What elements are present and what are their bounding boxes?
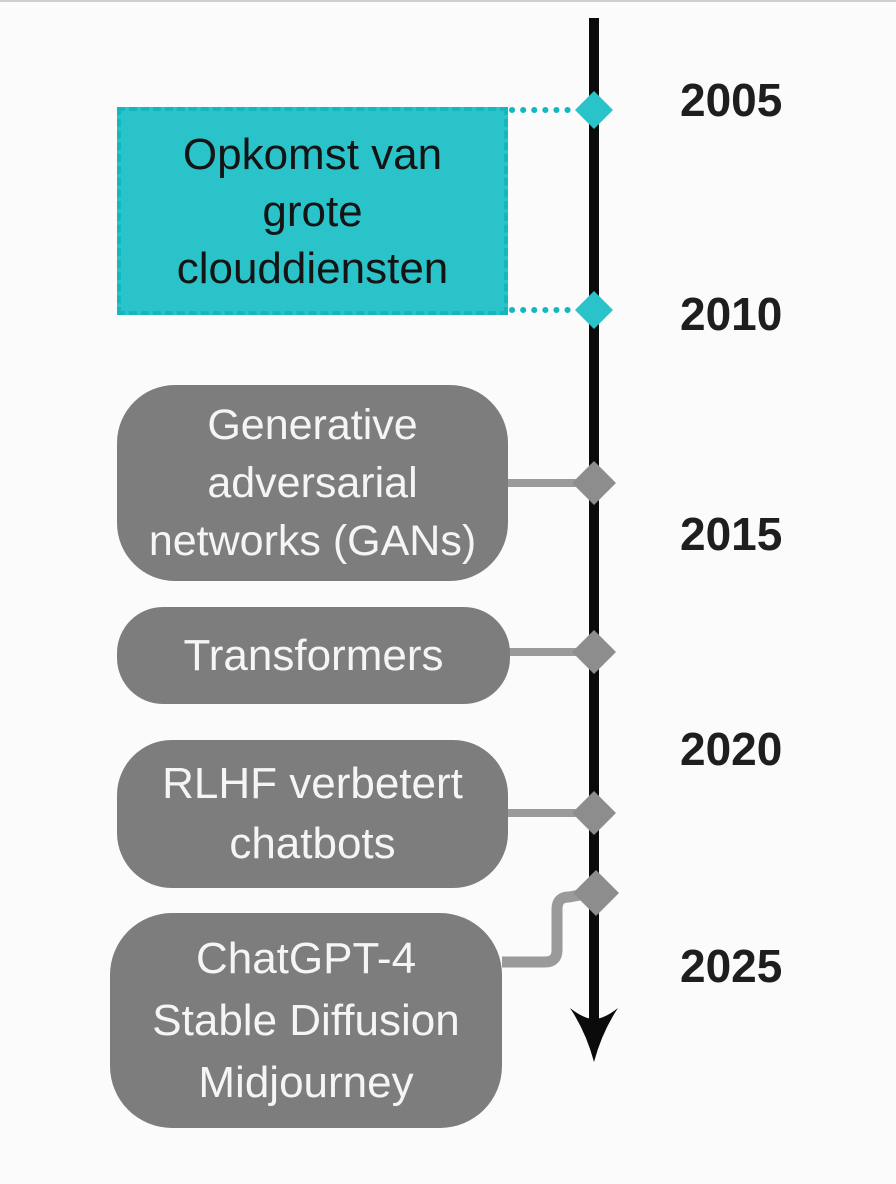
year-label-2025: 2025 xyxy=(680,940,783,992)
event-box-transformers: Transformers xyxy=(117,607,510,704)
year-label-2005: 2005 xyxy=(680,74,783,126)
diamond-marker-2010 xyxy=(575,291,613,329)
event-text-line: ChatGPT-4 xyxy=(195,933,417,983)
event-text-line: Generative xyxy=(207,401,418,449)
diamond-marker-rlhf xyxy=(572,791,616,835)
year-label-2020: 2020 xyxy=(680,723,783,775)
diamond-marker-gans xyxy=(572,461,616,505)
event-text-line: RLHF verbetert xyxy=(162,759,463,808)
diamond-marker-transformers xyxy=(572,630,616,674)
event-box-genai-tools: ChatGPT-4 Stable Diffusion Midjourney xyxy=(110,913,502,1128)
event-text-line: grote xyxy=(262,186,363,236)
timeline-axis-line xyxy=(589,18,599,1020)
event-text-line: adversarial xyxy=(207,459,418,507)
diamond-marker-2005 xyxy=(575,91,613,129)
event-text-line: Midjourney xyxy=(198,1057,414,1107)
diamond-marker-genai xyxy=(573,870,619,916)
event-box-gans: Generative adversarial networks (GANs) xyxy=(117,385,508,581)
event-text-line: clouddiensten xyxy=(176,243,449,293)
event-text-line: networks (GANs) xyxy=(148,517,477,565)
year-label-2015: 2015 xyxy=(680,508,783,560)
top-border-line xyxy=(0,0,896,2)
year-label-2010: 2010 xyxy=(680,288,783,340)
event-text-line: Transformers xyxy=(183,630,444,680)
connector-genai-elbow xyxy=(502,889,581,968)
event-box-rlhf: RLHF verbetert chatbots xyxy=(117,740,508,888)
event-text-line: Stable Diffusion xyxy=(152,995,460,1045)
arrowhead-down-icon xyxy=(570,1008,618,1062)
event-text-line: Opkomst van xyxy=(182,129,443,179)
event-text-line: chatbots xyxy=(229,819,396,868)
event-box-clouddiensten: Opkomst van grote clouddiensten xyxy=(117,107,508,315)
